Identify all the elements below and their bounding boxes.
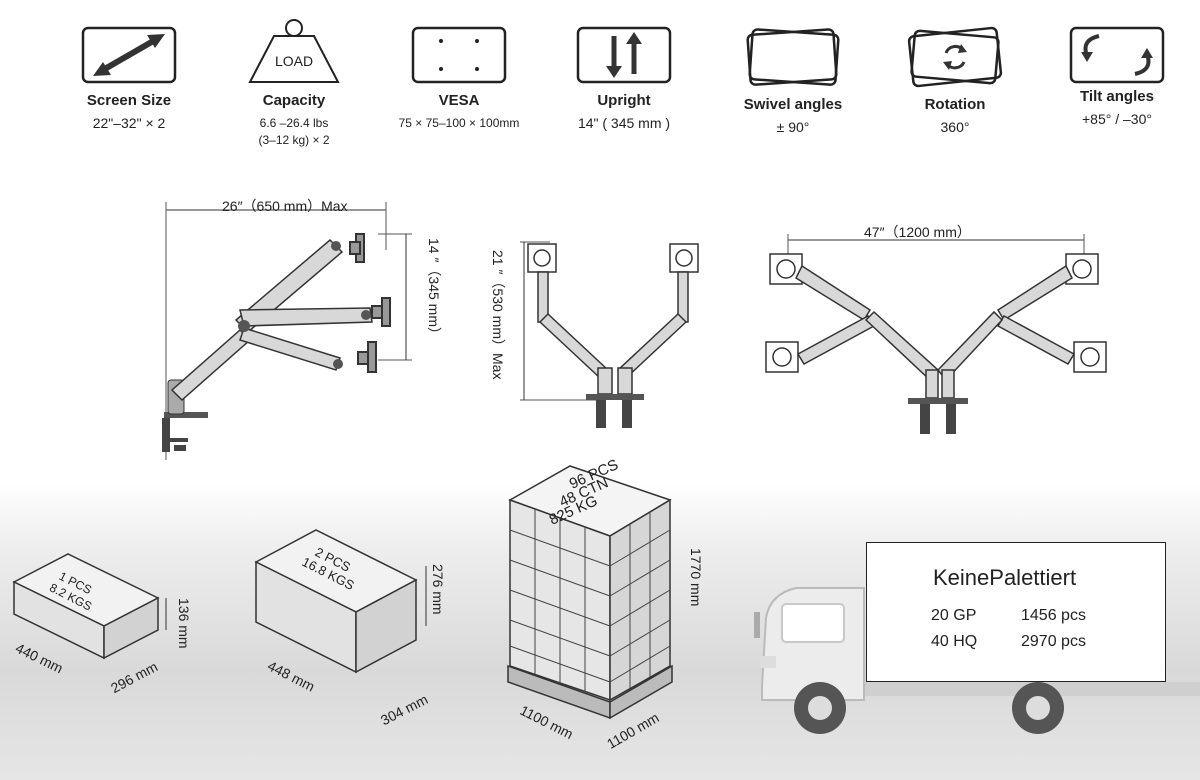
swivel-icon — [746, 28, 840, 86]
spec-value: 14" ( 345 mm ) — [577, 115, 671, 131]
spec-value: 6.6 –26.4 lbs — [259, 116, 329, 130]
height-dimension: 21 ″（530 mm）Max — [490, 250, 506, 380]
spec-value: ± 90° — [776, 119, 810, 135]
spec-row: Screen Size 22"–32" × 2 LOAD Capacity 6.… — [0, 0, 1200, 150]
spec-value: +85° / –30° — [1082, 111, 1152, 127]
load-label: LOAD — [275, 53, 313, 69]
spec-title: Screen Size — [86, 92, 172, 109]
spec-title: Upright — [597, 92, 651, 109]
side-view-diagram — [162, 202, 412, 460]
spec-value: 360° — [940, 119, 970, 135]
rotation-icon — [907, 26, 1003, 88]
spec-title: Swivel angles — [743, 96, 843, 113]
up-down-arrows-icon — [576, 26, 672, 84]
box2-height: 276 mm — [430, 564, 446, 615]
spec-screen-size: Screen Size 22"–32" × 2 — [54, 26, 204, 131]
spec-rotation: Rotation 360° — [880, 26, 1030, 135]
container-row-20gp: 20 GP 1456 pcs — [931, 607, 1086, 625]
spec-title: Tilt angles — [1080, 88, 1154, 105]
reach-dimension: 26″（650 mm）Max — [222, 198, 348, 214]
box1-height: 136 mm — [176, 598, 192, 649]
spec-upright: Upright 14" ( 345 mm ) — [549, 26, 699, 131]
span-dimension: 47″（1200 mm） — [864, 224, 971, 240]
container-type: 20 GP — [931, 607, 977, 624]
spec-vesa: VESA 75 × 75–100 × 100mm — [384, 26, 534, 131]
spec-value: 75 × 75–100 × 100mm — [398, 116, 520, 130]
tilt-icon — [1069, 26, 1165, 84]
package-box-2 — [254, 529, 427, 674]
box2-width: 304 mm — [378, 691, 431, 729]
span-view-diagram — [765, 234, 1107, 434]
pallet-height: 1770 mm — [688, 548, 704, 607]
diagonal-arrow-icon — [81, 26, 177, 84]
container-qty: 2970 pcs — [1021, 633, 1086, 650]
spec-title: VESA — [438, 92, 480, 109]
front-view-diagram — [520, 241, 699, 428]
spec-title: Capacity — [262, 92, 326, 109]
container-row-40hq: 40 HQ 2970 pcs — [931, 633, 1086, 651]
upright-dimension: 14 ″（345 mm） — [426, 238, 442, 341]
spec-tilt: Tilt angles +85° / –30° — [1042, 26, 1192, 127]
box1-width: 296 mm — [108, 658, 161, 697]
container-type: 40 HQ — [931, 633, 978, 650]
spec-capacity: LOAD Capacity 6.6 –26.4 lbs (3–12 kg) × … — [219, 18, 369, 148]
spec-swivel: Swivel angles ± 90° — [718, 26, 868, 135]
spec-value: 22"–32" × 2 — [92, 115, 166, 131]
pallet-stack — [507, 465, 673, 720]
package-box-1 — [12, 553, 167, 660]
load-weight-icon: LOAD — [248, 19, 340, 83]
truck-illustration — [754, 587, 1200, 734]
vesa-holes-icon — [411, 26, 507, 84]
container-info-box: KeinePalettiert 20 GP 1456 pcs 40 HQ 297… — [866, 542, 1166, 682]
spec-title: Rotation — [924, 96, 986, 113]
container-qty: 1456 pcs — [1021, 607, 1086, 624]
spec-value: (3–12 kg) × 2 — [258, 133, 330, 147]
container-info-title: KeinePalettiert — [933, 565, 1077, 590]
